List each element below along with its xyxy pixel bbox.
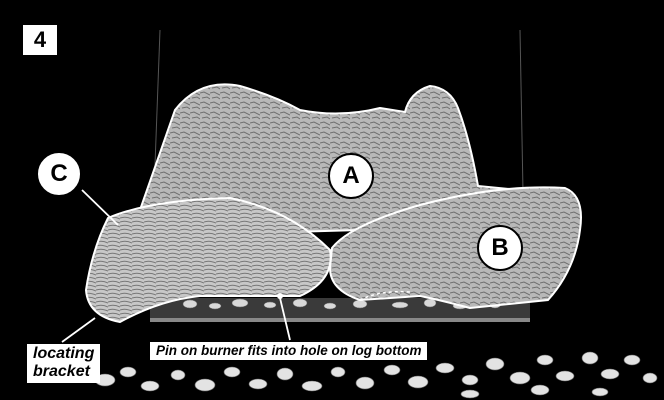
log-b-label: B <box>477 225 523 271</box>
locating-bracket-line1: locating <box>33 345 94 363</box>
leader-line-bracket <box>62 318 95 342</box>
burner-rail <box>150 318 530 322</box>
log-a-label: A <box>328 153 374 199</box>
log-c-label: C <box>36 151 82 197</box>
locating-bracket-callout: locating bracket <box>27 344 100 383</box>
leader-line-c <box>82 190 118 225</box>
step-number: 4 <box>22 24 58 56</box>
pin-marker <box>277 293 283 299</box>
pin-callout: Pin on burner fits into hole on log bott… <box>150 342 427 360</box>
locating-bracket-line2: bracket <box>33 363 94 381</box>
